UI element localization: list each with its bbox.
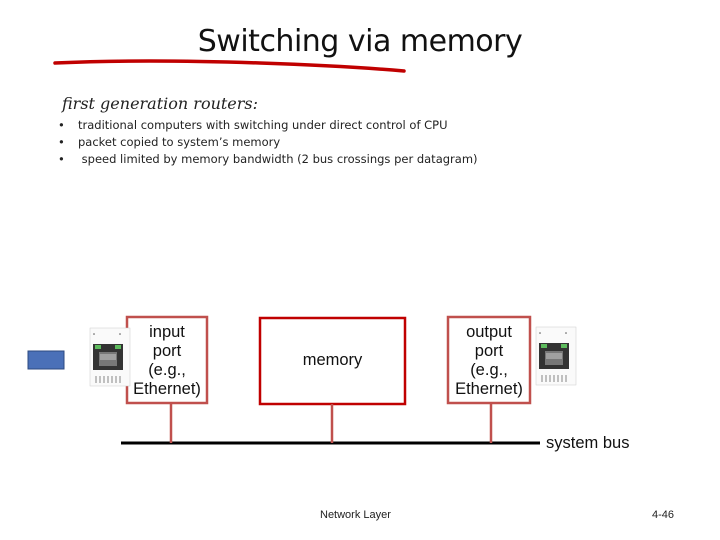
list-item: • traditional computers with switching un… bbox=[58, 117, 478, 134]
input-port-label: input port (e.g., Ethernet) bbox=[127, 323, 207, 399]
bullet-marker: • bbox=[58, 152, 65, 166]
title-underline bbox=[53, 59, 406, 73]
output-port-label: output port (e.g., Ethernet) bbox=[448, 323, 530, 399]
bullet-text: traditional computers with switching und… bbox=[78, 118, 448, 132]
slide-title: Switching via memory bbox=[197, 24, 523, 59]
packet-icon bbox=[27, 350, 65, 370]
input-port-line3: (e.g., bbox=[148, 361, 186, 379]
page-number: 4-46 bbox=[652, 509, 675, 521]
output-port-box bbox=[446, 315, 532, 405]
list-item: • packet copied to system’s memory bbox=[58, 134, 478, 151]
footer-section-title: Network Layer bbox=[320, 509, 391, 521]
output-port-line1: output bbox=[466, 323, 512, 341]
bullet-text: speed limited by memory bandwidth (2 bus… bbox=[78, 152, 478, 166]
ethernet-port-icon bbox=[535, 326, 577, 386]
memory-label: memory bbox=[302, 351, 363, 369]
system-bus-label: system bus bbox=[546, 434, 630, 452]
ethernet-port-icon bbox=[89, 327, 131, 387]
input-port-box bbox=[125, 315, 209, 405]
input-port-line1: input bbox=[149, 323, 185, 341]
bullet-list: • traditional computers with switching un… bbox=[58, 117, 478, 168]
bullet-text: packet copied to system’s memory bbox=[78, 135, 281, 149]
list-item: • speed limited by memory bandwidth (2 b… bbox=[58, 151, 478, 168]
output-port-line2: port bbox=[474, 342, 504, 360]
bullet-marker: • bbox=[58, 135, 65, 149]
bullet-marker: • bbox=[58, 118, 65, 132]
subtitle: first generation routers: bbox=[62, 94, 259, 113]
input-port-line2: port bbox=[152, 342, 182, 360]
output-port-line3: (e.g., bbox=[470, 361, 508, 379]
output-port-line4: Ethernet) bbox=[455, 380, 523, 398]
input-port-line4: Ethernet) bbox=[133, 380, 201, 398]
